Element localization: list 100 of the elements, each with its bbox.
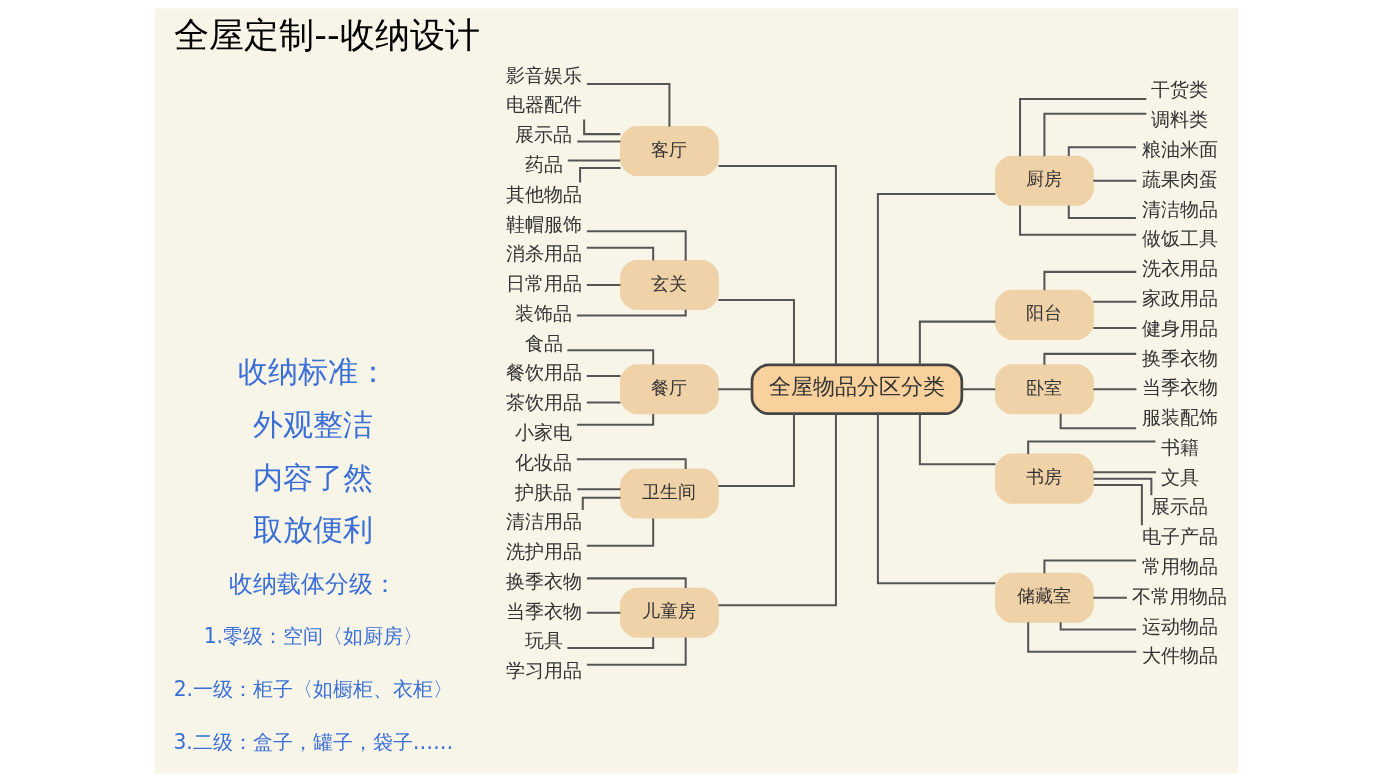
node-text: 影音娱乐 (505, 63, 582, 86)
connector (718, 414, 837, 607)
connector (1043, 112, 1147, 157)
connector (577, 140, 621, 143)
connector (586, 284, 621, 287)
node-text: 学习用品 (505, 659, 582, 682)
node-text: 电器配件 (505, 93, 582, 116)
node-text: 餐饮用品 (505, 361, 582, 384)
node-text: 展示品 (515, 123, 573, 146)
label: 收纳标准： (238, 354, 389, 389)
diagram-title: 全屋定制--收纳设计 (174, 14, 480, 56)
connector (577, 488, 621, 491)
node-text: 常用物品 (1141, 555, 1218, 578)
node-text: 装饰品 (515, 301, 573, 324)
node-text: 玩具 (524, 629, 563, 652)
node-text: 洗衣用品 (1141, 257, 1218, 280)
node-text: 服装配饰 (1141, 406, 1218, 429)
connector (918, 413, 996, 466)
node-text: 当季衣物 (1141, 376, 1218, 399)
node-text: 清洁用品 (505, 510, 582, 533)
connector (581, 496, 621, 510)
label: 内容了然 (253, 459, 374, 495)
connector (1093, 388, 1137, 391)
node-text: 粮油米面 (1141, 138, 1218, 161)
node-box: 阳台 (995, 289, 1094, 340)
node-text: 食品 (524, 331, 563, 354)
node-text: 做饭工具 (1141, 227, 1218, 250)
label: 收纳载体分级： (229, 568, 398, 598)
node-box: 玄关 (620, 260, 719, 311)
connector (1067, 205, 1136, 220)
label: 1.零级：空间〈如厨房〉 (203, 624, 424, 649)
connector (579, 166, 621, 183)
connector (1093, 327, 1137, 330)
node-box: 卫生间 (620, 468, 719, 519)
connector (586, 83, 671, 127)
connector (1027, 622, 1137, 653)
connector (576, 309, 687, 317)
connector (567, 349, 655, 365)
node-box: 儿童房 (620, 587, 719, 638)
connector (577, 413, 655, 426)
connector (876, 413, 996, 585)
node-text: 小家电 (515, 420, 573, 443)
node-text: 干货类 (1151, 78, 1209, 101)
connector (1093, 300, 1137, 303)
node-text: 大件物品 (1141, 644, 1218, 667)
connector (1093, 596, 1127, 599)
connector (718, 388, 752, 391)
connector (1027, 440, 1156, 455)
node-text: 运动物品 (1141, 614, 1218, 637)
node-text: 鞋帽服饰 (505, 212, 582, 235)
connector (1093, 179, 1137, 182)
connector (586, 230, 687, 261)
connector (586, 577, 687, 589)
node-text: 药品 (524, 152, 563, 175)
connector (586, 246, 655, 261)
node-text: 当季衣物 (505, 599, 582, 622)
node-text: 换季衣物 (505, 569, 582, 592)
connector (1019, 97, 1147, 157)
node-box: 卧室 (995, 364, 1094, 415)
connector (1043, 559, 1137, 574)
node-text: 洗护用品 (505, 540, 582, 563)
node-box: 餐厅 (620, 364, 719, 415)
node-box: 书房 (995, 453, 1094, 504)
node-box: 厨房 (995, 155, 1094, 206)
connector (1043, 352, 1137, 365)
node-text: 护肤品 (515, 480, 573, 503)
node-box: 客厅 (620, 126, 719, 177)
connector (567, 159, 621, 162)
connector (1093, 471, 1157, 474)
node-text: 电子产品 (1141, 525, 1218, 548)
connector (718, 298, 795, 365)
node-text: 蔬果肉蛋 (1141, 167, 1218, 190)
connector (583, 119, 621, 136)
connector (962, 388, 996, 391)
node-text: 书籍 (1160, 435, 1199, 458)
label: 外观整洁 (253, 406, 374, 442)
node-text: 文具 (1160, 465, 1199, 488)
connector (1067, 146, 1136, 157)
node-text: 消杀用品 (505, 242, 582, 265)
node-text: 调料类 (1151, 108, 1209, 131)
connector (586, 637, 687, 666)
node-text: 清洁物品 (1141, 197, 1218, 220)
label: 2.一级：柜子〈如橱柜、衣柜〉 (173, 676, 454, 701)
connector (567, 637, 655, 650)
node-text: 不常用物品 (1132, 584, 1228, 607)
connector (876, 193, 996, 365)
connector (718, 413, 795, 488)
node-box: 全屋物品分区分类 (750, 363, 964, 416)
connector (718, 164, 837, 365)
connector (586, 375, 621, 378)
node-text: 其他物品 (505, 182, 582, 205)
connector (1093, 484, 1143, 526)
connector (1059, 622, 1137, 631)
connector (918, 320, 996, 365)
connector (1059, 413, 1137, 430)
label: 取放便利 (253, 512, 374, 548)
connector (586, 611, 621, 614)
node-text: 健身用品 (1141, 316, 1218, 339)
connector (576, 458, 687, 469)
node-text: 化妆品 (515, 450, 573, 473)
